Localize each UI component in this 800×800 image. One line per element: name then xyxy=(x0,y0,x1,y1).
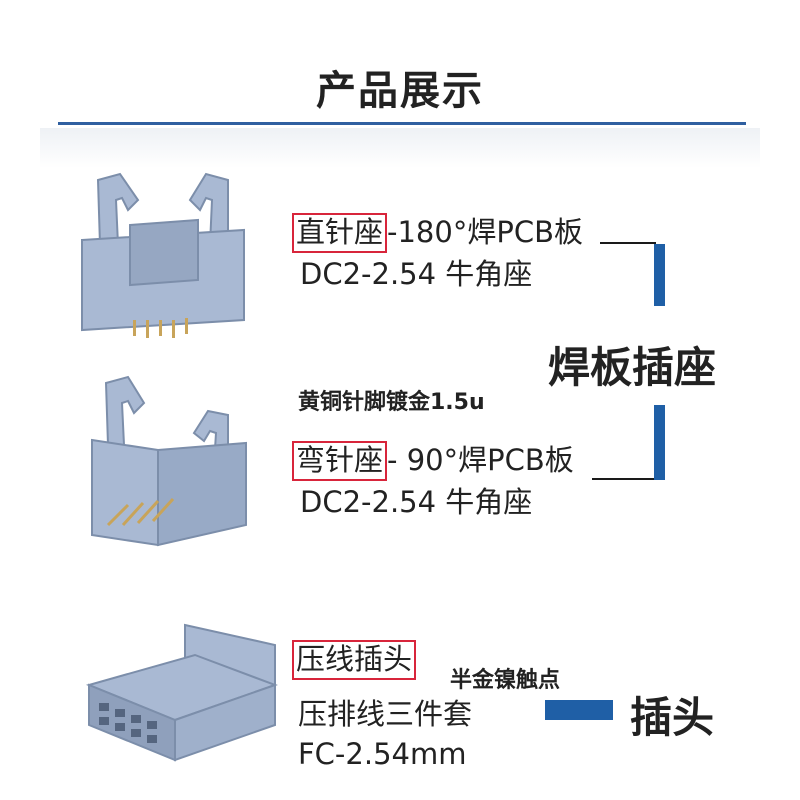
connector-line-2 xyxy=(592,478,664,480)
straight-header-image xyxy=(81,172,245,338)
product-1-line: 直针座-180°焊PCB板 xyxy=(292,213,583,253)
product-2-line: 弯针座- 90°焊PCB板 xyxy=(292,441,574,481)
right-angle-header-image xyxy=(91,375,247,547)
idc-plug-image xyxy=(85,623,278,762)
product-3-model: FC-2.54mm xyxy=(298,737,467,771)
title-shadow-band xyxy=(40,128,760,168)
plug-label: 插头 xyxy=(630,693,715,742)
product-3-name: 压线插头 xyxy=(292,640,417,680)
pin-plating-note: 黄铜针脚镀金1.5u xyxy=(298,390,485,415)
page-title: 产品展示 xyxy=(316,68,484,114)
product-2-spec: - 90°焊PCB板 xyxy=(387,443,574,477)
title-divider xyxy=(58,122,746,125)
bracket-bar-top xyxy=(654,244,665,306)
product-1-spec: -180°焊PCB板 xyxy=(387,215,583,249)
product-2-model: DC2-2.54 牛角座 xyxy=(300,485,533,519)
product-1-model: DC2-2.54 牛角座 xyxy=(300,257,533,291)
product-1-name: 直针座 xyxy=(292,213,388,253)
connector-line-1 xyxy=(600,242,656,244)
product-3-extra: 半金镍触点 xyxy=(450,668,561,693)
product-2-name: 弯针座 xyxy=(292,441,388,481)
product-3-line2: 压排线三件套 xyxy=(298,697,473,731)
product-3-line: 压线插头 xyxy=(292,640,417,680)
plug-pointer-bar xyxy=(545,700,613,720)
socket-group-label: 焊板插座 xyxy=(548,343,717,392)
bracket-bar-bottom xyxy=(654,405,665,480)
